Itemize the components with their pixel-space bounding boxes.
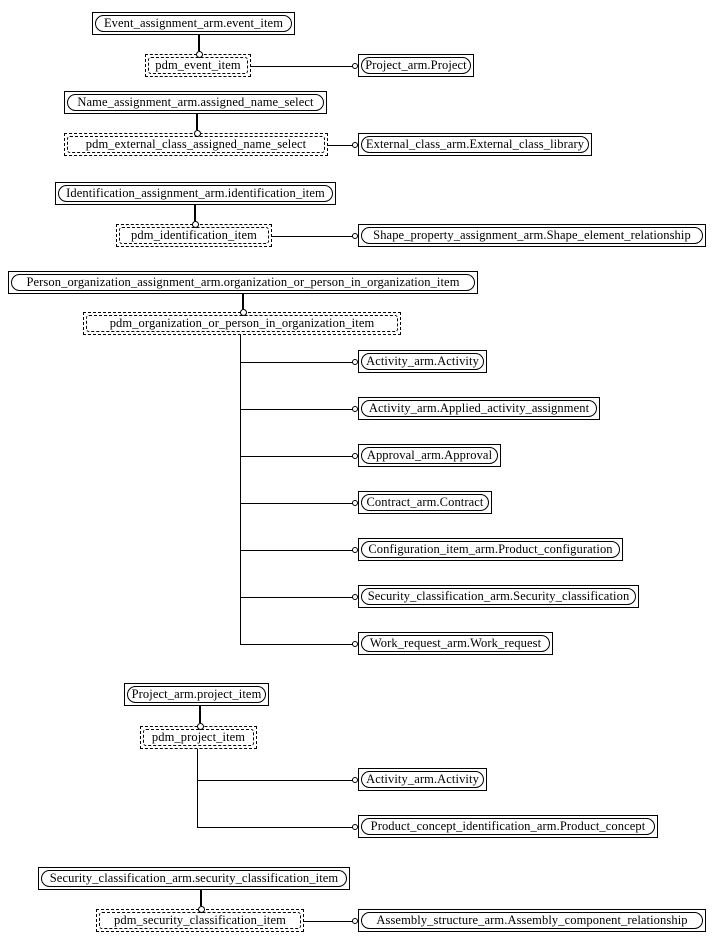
- select-node-identification_item-label: pdm_identification_item: [119, 227, 269, 244]
- entity-node-event_item-label: Event_assignment_arm.event_item: [95, 15, 292, 32]
- connector-arm-organization_or_person_in_organization_item-5: [240, 597, 354, 598]
- select-node-event_item-label: pdm_event_item: [148, 57, 248, 74]
- connector-stem-organization_or_person_in_organization_item: [242, 294, 244, 309]
- entity-node-event_item-child0[interactable]: Project_arm.Project: [358, 54, 474, 77]
- subtype-circle-icon-organization_or_person_in_organization_item-0: [352, 359, 358, 365]
- entity-node-organization_or_person_in_organization_item-child4[interactable]: Configuration_item_arm.Product_configura…: [358, 538, 623, 561]
- entity-node-assigned_name_select-child0[interactable]: External_class_arm.External_class_librar…: [358, 133, 592, 156]
- entity-node-organization_or_person_in_organization_item-child1-label: Activity_arm.Applied_activity_assignment: [361, 400, 597, 417]
- supertype-circle-icon-organization_or_person_in_organization_item: [239, 308, 247, 316]
- connector-arm-organization_or_person_in_organization_item-0: [240, 362, 354, 363]
- connector-arm-organization_or_person_in_organization_item-1: [240, 409, 354, 410]
- entity-node-security_classification_item-child0-label: Assembly_structure_arm.Assembly_componen…: [361, 912, 703, 929]
- connector-stem-assigned_name_select: [196, 114, 198, 130]
- entity-node-organization_or_person_in_organization_item-child3[interactable]: Contract_arm.Contract: [358, 491, 492, 514]
- entity-node-security_classification_item-child0[interactable]: Assembly_structure_arm.Assembly_componen…: [358, 909, 706, 932]
- entity-node-project_item-child1[interactable]: Product_concept_identification_arm.Produ…: [358, 815, 658, 838]
- entity-node-organization_or_person_in_organization_item-child0[interactable]: Activity_arm.Activity: [358, 350, 487, 373]
- entity-node-organization_or_person_in_organization_item-child3-label: Contract_arm.Contract: [361, 494, 489, 511]
- entity-node-project_item[interactable]: Project_arm.project_item: [124, 683, 269, 706]
- entity-node-project_item-child1-label: Product_concept_identification_arm.Produ…: [361, 818, 655, 835]
- entity-node-organization_or_person_in_organization_item[interactable]: Person_organization_assignment_arm.organ…: [8, 271, 478, 294]
- entity-node-organization_or_person_in_organization_item-child4-label: Configuration_item_arm.Product_configura…: [361, 541, 620, 558]
- select-node-assigned_name_select-label: pdm_external_class_assigned_name_select: [67, 136, 325, 153]
- entity-node-project_item-label: Project_arm.project_item: [127, 686, 266, 703]
- entity-node-project_item-child0[interactable]: Activity_arm.Activity: [358, 768, 487, 791]
- entity-node-security_classification_item[interactable]: Security_classification_arm.security_cla…: [38, 867, 350, 890]
- entity-node-assigned_name_select[interactable]: Name_assignment_arm.assigned_name_select: [64, 91, 327, 114]
- entity-node-organization_or_person_in_organization_item-child0-label: Activity_arm.Activity: [361, 353, 484, 370]
- entity-node-identification_item[interactable]: Identification_assignment_arm.identifica…: [55, 182, 336, 205]
- entity-node-identification_item-child0-label: Shape_property_assignment_arm.Shape_elem…: [361, 227, 703, 244]
- select-node-event_item[interactable]: pdm_event_item: [145, 54, 251, 77]
- connector-stem-identification_item: [194, 205, 196, 221]
- subtype-circle-icon-organization_or_person_in_organization_item-3: [352, 500, 358, 506]
- connector-arm-project_item-0: [197, 780, 354, 781]
- select-node-project_item-label: pdm_project_item: [143, 729, 254, 746]
- connector-link-assigned_name_select-0: [328, 145, 354, 146]
- entity-node-organization_or_person_in_organization_item-child2[interactable]: Approval_arm.Approval: [358, 444, 501, 467]
- entity-node-assigned_name_select-child0-label: External_class_arm.External_class_librar…: [361, 136, 589, 153]
- entity-node-organization_or_person_in_organization_item-child2-label: Approval_arm.Approval: [361, 447, 498, 464]
- entity-node-organization_or_person_in_organization_item-child5[interactable]: Security_classification_arm.Security_cla…: [358, 585, 639, 608]
- select-node-assigned_name_select[interactable]: pdm_external_class_assigned_name_select: [64, 133, 328, 156]
- select-node-organization_or_person_in_organization_item-label: pdm_organization_or_person_in_organizati…: [86, 315, 398, 332]
- entity-node-organization_or_person_in_organization_item-child6[interactable]: Work_request_arm.Work_request: [358, 632, 553, 655]
- subtype-circle-icon-organization_or_person_in_organization_item-6: [352, 641, 358, 647]
- entity-node-project_item-child0-label: Activity_arm.Activity: [361, 771, 484, 788]
- supertype-circle-icon-event_item: [195, 50, 203, 58]
- subtype-circle-icon-security_classification_item-0: [352, 918, 358, 924]
- subtype-circle-icon-project_item-0: [352, 777, 358, 783]
- subtype-circle-icon-project_item-1: [352, 824, 358, 830]
- connector-link-security_classification_item-0: [304, 921, 354, 922]
- connector-arm-organization_or_person_in_organization_item-3: [240, 503, 354, 504]
- subtype-circle-icon-organization_or_person_in_organization_item-1: [352, 406, 358, 412]
- entity-node-organization_or_person_in_organization_item-child6-label: Work_request_arm.Work_request: [361, 635, 550, 652]
- entity-node-security_classification_item-label: Security_classification_arm.security_cla…: [41, 870, 347, 887]
- entity-node-assigned_name_select-label: Name_assignment_arm.assigned_name_select: [67, 94, 324, 111]
- connector-arm-organization_or_person_in_organization_item-2: [240, 456, 354, 457]
- supertype-circle-icon-assigned_name_select: [193, 129, 201, 137]
- connector-link-event_item-0: [251, 66, 354, 67]
- connector-stem-project_item: [199, 706, 201, 723]
- subtype-circle-icon-organization_or_person_in_organization_item-2: [352, 453, 358, 459]
- select-node-organization_or_person_in_organization_item[interactable]: pdm_organization_or_person_in_organizati…: [83, 312, 401, 335]
- supertype-circle-icon-security_classification_item: [197, 905, 205, 913]
- entity-node-identification_item-label: Identification_assignment_arm.identifica…: [58, 185, 333, 202]
- supertype-circle-icon-identification_item: [191, 220, 199, 228]
- connector-stem-event_item: [198, 35, 200, 51]
- entity-node-organization_or_person_in_organization_item-child1[interactable]: Activity_arm.Applied_activity_assignment: [358, 397, 600, 420]
- entity-node-event_item-child0-label: Project_arm.Project: [361, 57, 471, 74]
- entity-node-organization_or_person_in_organization_item-label: Person_organization_assignment_arm.organ…: [11, 274, 475, 291]
- connector-link-identification_item-0: [272, 236, 354, 237]
- connector-stem-security_classification_item: [200, 890, 202, 906]
- subtype-circle-icon-organization_or_person_in_organization_item-4: [352, 547, 358, 553]
- connector-arm-project_item-1: [197, 827, 354, 828]
- entity-node-organization_or_person_in_organization_item-child5-label: Security_classification_arm.Security_cla…: [361, 588, 636, 605]
- connector-trunk-organization_or_person_in_organization_item: [240, 335, 241, 644]
- connector-arm-organization_or_person_in_organization_item-6: [240, 644, 354, 645]
- select-node-security_classification_item-label: pdm_security_classification_item: [99, 912, 301, 929]
- connector-arm-organization_or_person_in_organization_item-4: [240, 550, 354, 551]
- subtype-circle-icon-identification_item-0: [352, 233, 358, 239]
- entity-node-identification_item-child0[interactable]: Shape_property_assignment_arm.Shape_elem…: [358, 224, 706, 247]
- entity-node-event_item[interactable]: Event_assignment_arm.event_item: [92, 12, 295, 35]
- subtype-circle-icon-organization_or_person_in_organization_item-5: [352, 594, 358, 600]
- connector-trunk-project_item: [197, 749, 198, 827]
- subtype-circle-icon-assigned_name_select-0: [352, 142, 358, 148]
- subtype-circle-icon-event_item-0: [352, 63, 358, 69]
- supertype-circle-icon-project_item: [196, 722, 204, 730]
